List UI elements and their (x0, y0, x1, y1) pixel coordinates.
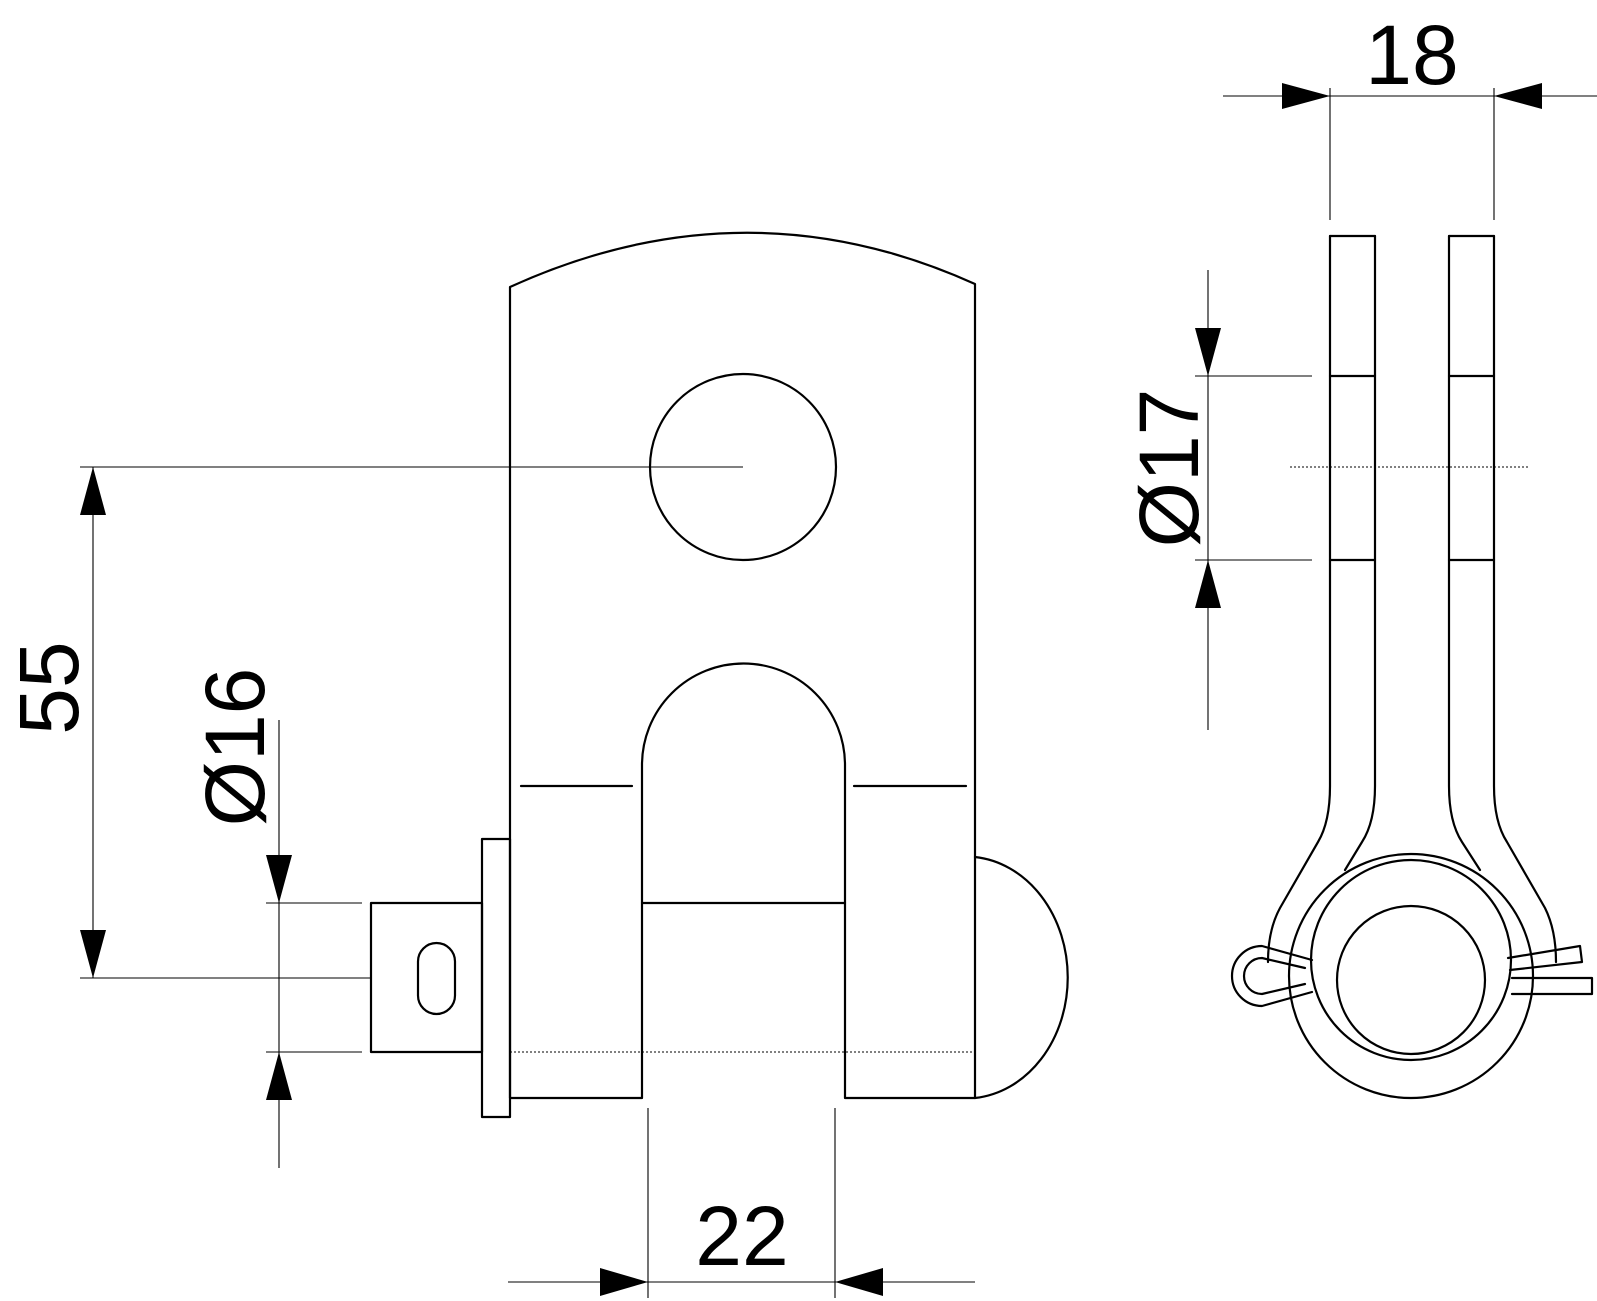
dim-width-bottom: 22 (508, 1108, 975, 1298)
dim-height-left: 55 (2, 466, 743, 979)
cotter-pin-loop (1230, 944, 1314, 1008)
dim-arrow-down (266, 855, 292, 903)
dim-pin-diameter: Ø16 (188, 668, 362, 1168)
side-pin-outer-ring (1287, 852, 1535, 1100)
cotter-pin-loop-inner (1242, 956, 1307, 996)
cotter-slot (416, 941, 457, 1016)
dim-arrow-down (1195, 328, 1221, 376)
cotter-pin-leg-lower (1510, 976, 1594, 996)
dim-arrow-left (1494, 83, 1542, 109)
dim-arrow-left (835, 1268, 883, 1296)
washer (480, 837, 512, 1119)
pin-head-dome (973, 855, 1069, 1100)
dim-22-label: 22 (695, 1189, 788, 1283)
side-view (1230, 234, 1594, 1100)
side-left-leg (1266, 234, 1332, 964)
dim-arrow-up (266, 1052, 292, 1100)
plate-outline (508, 231, 977, 1100)
front-view (369, 231, 1069, 1119)
side-pin-head (1309, 858, 1513, 1062)
dim-arrow-up (80, 467, 106, 515)
pin-shank (369, 901, 484, 1054)
dim-d17-label: Ø17 (1122, 389, 1216, 548)
dim-arrow-up (1195, 560, 1221, 608)
side-left-leg-inner (1343, 234, 1377, 872)
dim-arrow-down (80, 930, 106, 978)
cotter-pin-leg-upper (1506, 944, 1584, 972)
dim-hole-diameter: Ø17 (1122, 270, 1312, 730)
dim-18-label: 18 (1365, 8, 1458, 102)
dim-arrow-right (600, 1268, 648, 1296)
dim-55-label: 55 (2, 641, 96, 734)
dim-arrow-right (1282, 83, 1330, 109)
side-right-leg (1492, 234, 1558, 964)
dim-width-top: 18 (1223, 8, 1597, 220)
dim-d16-label: Ø16 (188, 668, 282, 827)
side-pin-shank (1335, 904, 1487, 1056)
side-right-leg-inner (1447, 234, 1482, 872)
